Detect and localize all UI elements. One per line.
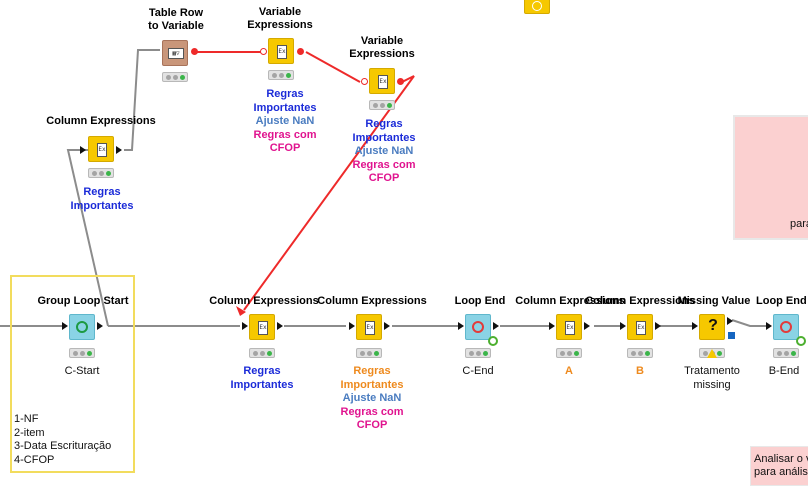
node-status-bar (69, 348, 95, 358)
node-title-text: Table Row to Variable (148, 7, 204, 32)
question-mark-icon: ? (708, 317, 718, 334)
node-title-table-row-to-variable: Table Row to Variable (136, 7, 216, 33)
node-label-loop-end-2: B-End (768, 365, 800, 377)
data-in-port[interactable] (549, 322, 555, 330)
expression-icon: Ex (277, 45, 287, 59)
node-title-col-expr-2: Column Expressions (317, 295, 427, 307)
node-status-bar (249, 348, 275, 358)
annotation-node[interactable] (524, 0, 550, 14)
variable-out-port[interactable] (297, 48, 304, 55)
connections (0, 49, 766, 327)
data-in-port[interactable] (62, 322, 68, 330)
node-title-group-loop-start: Group Loop Start (37, 295, 129, 307)
group-loop-start-node[interactable] (69, 314, 95, 340)
node-status-bar (88, 168, 114, 178)
loop-badge-icon (796, 336, 806, 346)
data-out-port[interactable] (277, 322, 283, 330)
right-annotation-box: para (733, 115, 808, 240)
node-label-missing-value: Tratamento missing (684, 365, 740, 391)
annotation-lines: 1-NF 2-item 3-Data Escrituração 4-CFOP (14, 413, 112, 466)
node-status-bar (162, 72, 188, 82)
node-title-text: Variable Expressions (247, 6, 313, 31)
expression-icon: Ex (97, 143, 107, 157)
data-in-port[interactable] (242, 322, 248, 330)
data-out-port[interactable] (493, 322, 499, 330)
node-status-bar (627, 348, 653, 358)
node-label-group-loop-start: C-Start (64, 365, 100, 377)
column-expressions-node-b[interactable]: Ex (627, 314, 653, 340)
node-status-bar (268, 70, 294, 80)
group-annotation-box: 1-NF 2-item 3-Data Escrituração 4-CFOP (10, 275, 135, 473)
data-in-port[interactable] (620, 322, 626, 330)
node-status-bar (465, 348, 491, 358)
pmml-out-port[interactable] (728, 332, 735, 339)
data-in-port[interactable] (458, 322, 464, 330)
column-expressions-node-top[interactable]: Ex (88, 136, 114, 162)
table-to-variable-icon: ▦▽ (168, 48, 184, 59)
expression-icon: Ex (365, 321, 375, 335)
node-label-col-expr-2: Regras Importantes Ajuste NaN Regras com… (340, 365, 404, 431)
node-label-col-expr-b: B (636, 365, 644, 377)
expression-icon: Ex (565, 321, 575, 335)
node-status-bar (773, 348, 799, 358)
expression-icon: Ex (378, 75, 388, 89)
node-label-col-expr-a: A (565, 365, 573, 377)
data-out-port[interactable] (655, 322, 661, 330)
data-in-port[interactable] (349, 322, 355, 330)
data-in-port[interactable] (692, 322, 698, 330)
node-title-col-expr-top: Column Expressions (46, 115, 156, 127)
node-title-col-expr-b: Column Expressions (585, 295, 695, 307)
node-status-bar (356, 348, 382, 358)
loop-start-icon (76, 321, 88, 333)
node-status-bar (369, 100, 395, 110)
node-title-loop-end-2: Loop End (756, 295, 807, 307)
node-title-var-expr-1: Variable Expressions (240, 6, 320, 32)
node-title-text: Variable Expressions (349, 35, 415, 60)
variable-expressions-node-1[interactable]: Ex (268, 38, 294, 64)
data-out-port[interactable] (584, 322, 590, 330)
node-title-loop-end-1: Loop End (454, 295, 506, 307)
variable-out-port[interactable] (191, 48, 198, 55)
loop-end-node-1[interactable] (465, 314, 491, 340)
node-label-loop-end-1: C-End (462, 365, 494, 377)
variable-in-port[interactable] (260, 48, 267, 55)
data-in-port[interactable] (80, 146, 86, 154)
node-title-col-expr-1: Column Expressions (209, 295, 319, 307)
node-label-col-expr-1: Regras Importantes (230, 365, 294, 391)
node-title-col-expr-a: Column Expressions (515, 295, 625, 307)
expression-icon: Ex (258, 321, 268, 335)
node-label-var-expr-1: Regras Importantes Ajuste NaN Regras com… (253, 88, 317, 154)
node-label-col-expr-top: Regras Importantes (70, 186, 134, 212)
column-expressions-node-a[interactable]: Ex (556, 314, 582, 340)
table-row-to-variable-node[interactable]: ▦▽ (162, 40, 188, 66)
bottom-note-text: Analisar o v para análise (754, 453, 808, 478)
variable-in-port[interactable] (361, 78, 368, 85)
warning-icon (707, 349, 717, 358)
data-out-port[interactable] (384, 322, 390, 330)
data-out-port[interactable] (116, 146, 122, 154)
loop-badge-icon (488, 336, 498, 346)
data-out-port[interactable] (97, 322, 103, 330)
column-expressions-node-1[interactable]: Ex (249, 314, 275, 340)
node-label-var-expr-2: Regras Importantes Ajuste NaN Regras com… (352, 118, 416, 184)
data-out-port[interactable] (727, 317, 733, 325)
variable-expressions-node-2[interactable]: Ex (369, 68, 395, 94)
data-in-port[interactable] (766, 322, 772, 330)
node-title-var-expr-2: Variable Expressions (342, 35, 422, 61)
clock-icon (532, 1, 542, 11)
bottom-note: Analisar o v para análise (750, 446, 808, 486)
loop-end-node-2[interactable] (773, 314, 799, 340)
right-annotation-text: para (790, 218, 808, 230)
expression-icon: Ex (636, 321, 646, 335)
node-status-bar (556, 348, 582, 358)
node-title-missing-value: Missing Value (677, 295, 751, 307)
loop-end-icon (780, 321, 792, 333)
column-expressions-node-2[interactable]: Ex (356, 314, 382, 340)
loop-end-icon (472, 321, 484, 333)
variable-out-port[interactable] (397, 78, 404, 85)
missing-value-node[interactable]: ? (699, 314, 725, 340)
